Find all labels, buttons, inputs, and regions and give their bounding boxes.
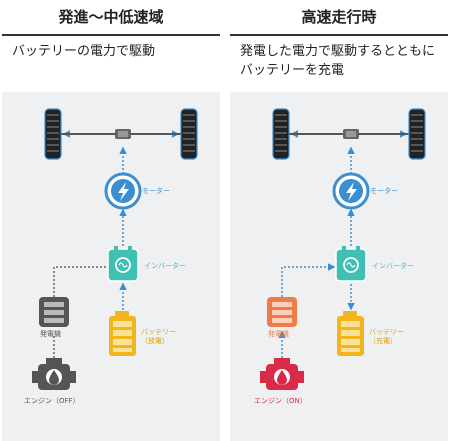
engine-label: エンジン（ON） bbox=[254, 397, 307, 405]
tire-icon bbox=[180, 108, 198, 160]
diagram-area: モーター インバーター バッテリー （充電） 発電機 エンジン（ON） bbox=[230, 92, 448, 441]
panel-title: 高速走行時 bbox=[301, 8, 377, 26]
tire-icon bbox=[44, 108, 62, 160]
tire-icon bbox=[272, 108, 290, 160]
battery-sublabel: （放電） bbox=[141, 337, 169, 345]
panel-description: 発電した電力で駆動するとともにバッテリーを充電 bbox=[240, 44, 436, 78]
battery-sublabel: （充電） bbox=[369, 337, 397, 345]
tire-icon bbox=[408, 108, 426, 160]
inverter-label: インバーター bbox=[144, 262, 186, 270]
generator-label: 発電機 bbox=[40, 330, 61, 338]
generator-icon bbox=[39, 297, 69, 327]
motor-label: モーター bbox=[142, 187, 170, 195]
axle-icon bbox=[286, 129, 412, 139]
panel-high-speed: 高速走行時 発電した電力で駆動するとともにバッテリーを充電 bbox=[230, 0, 448, 441]
title-underline bbox=[2, 34, 220, 36]
lightning-icon bbox=[104, 172, 142, 210]
inverter-icon bbox=[107, 246, 139, 282]
lightning-icon bbox=[332, 172, 370, 210]
panel-description: バッテリーの電力で駆動 bbox=[12, 44, 156, 59]
panel-low-speed: 発進〜中低速域 バッテリーの電力で駆動 bbox=[2, 0, 220, 441]
axle-icon bbox=[58, 129, 184, 139]
engine-icon bbox=[32, 358, 76, 390]
battery-label: バッテリー bbox=[369, 328, 404, 336]
panel-title: 発進〜中低速域 bbox=[58, 8, 164, 26]
generator-label: 発電機 bbox=[268, 330, 289, 338]
motor-label: モーター bbox=[370, 187, 398, 195]
inverter-icon bbox=[335, 246, 367, 282]
generator-icon bbox=[267, 297, 297, 327]
title-underline bbox=[230, 34, 448, 36]
arrow-generator-to-inverter bbox=[281, 263, 336, 297]
battery-label: バッテリー bbox=[141, 328, 176, 336]
line-generator-to-inverter bbox=[53, 266, 108, 297]
engine-label: エンジン（OFF） bbox=[24, 397, 80, 405]
inverter-label: インバーター bbox=[372, 262, 414, 270]
diagram-area: モーター インバーター バッテリー （放電） 発電機 エンジン（OFF） bbox=[2, 92, 220, 441]
battery-icon bbox=[109, 311, 136, 356]
drivetrain-diagram bbox=[32, 108, 198, 390]
drivetrain-diagram bbox=[260, 108, 426, 390]
engine-icon bbox=[260, 358, 304, 390]
battery-icon bbox=[337, 311, 364, 356]
